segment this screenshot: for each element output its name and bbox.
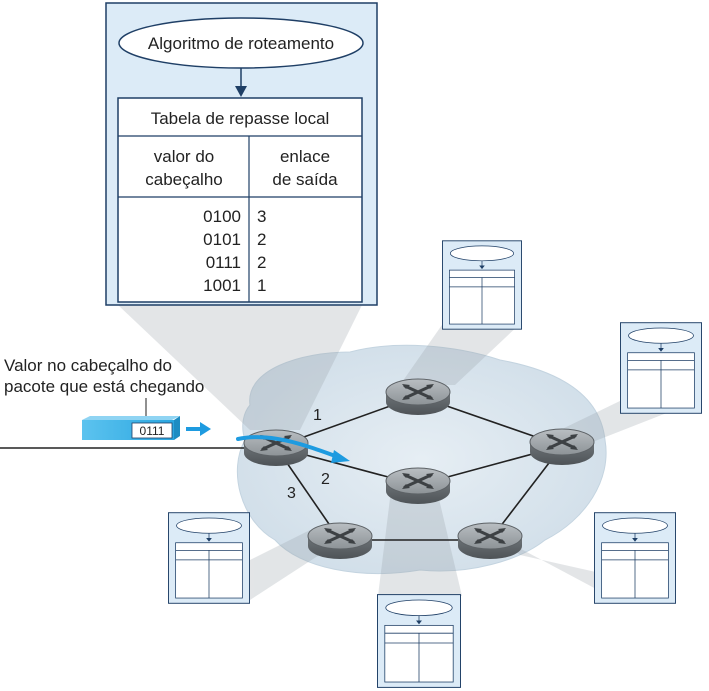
algorithm-to-table-arrowhead [235, 86, 247, 97]
router-right [528, 427, 596, 467]
table-row-value: 0111 [206, 253, 241, 272]
router-bottom-right [456, 521, 524, 561]
packet-header-box [131, 422, 173, 439]
router-bottom-left [306, 521, 374, 561]
mini-router-panel-left [168, 512, 250, 604]
header-link-line1: enlace [280, 147, 330, 166]
table-row-link: 2 [257, 230, 266, 249]
table-row-link: 1 [257, 276, 266, 295]
packet-direction-arrowhead [200, 422, 211, 436]
router-top [384, 377, 452, 417]
mini-router-panel-right [620, 322, 702, 414]
link-label-2: 2 [321, 471, 330, 488]
table-row-value: 0100 [203, 207, 241, 226]
incoming-packet: 0111 [82, 416, 180, 440]
header-link-line2: de saída [272, 170, 338, 189]
forwarding-table-title: Tabela de repasse local [151, 109, 330, 128]
table-row-link: 3 [257, 207, 266, 226]
link-label-1: 1 [313, 407, 322, 424]
header-value-line2: cabeçalho [145, 170, 223, 189]
forwarding-table [117, 97, 363, 303]
forwarding-arrow [236, 435, 340, 459]
header-value-line1: valor do [154, 147, 214, 166]
router-middle [384, 466, 452, 506]
routing-algorithm-label: Algoritmo de roteamento [148, 34, 334, 53]
table-row-value: 1001 [203, 276, 241, 295]
network-cloud [236, 344, 607, 574]
link-label-3: 3 [287, 485, 296, 502]
mini-router-panel-bottom-right [594, 512, 676, 604]
packet-header-value: 0111 [140, 424, 165, 438]
packet-caption-line2: pacote que está chegando [4, 377, 204, 396]
forwarding-arrowhead [331, 450, 350, 463]
packet-caption-line1: Valor no cabeçalho do [4, 356, 172, 375]
mini-router-panel-bottom [377, 594, 461, 688]
table-row-link: 2 [257, 253, 266, 272]
mini-router-panel-top [442, 240, 522, 330]
table-row-value: 0101 [203, 230, 241, 249]
